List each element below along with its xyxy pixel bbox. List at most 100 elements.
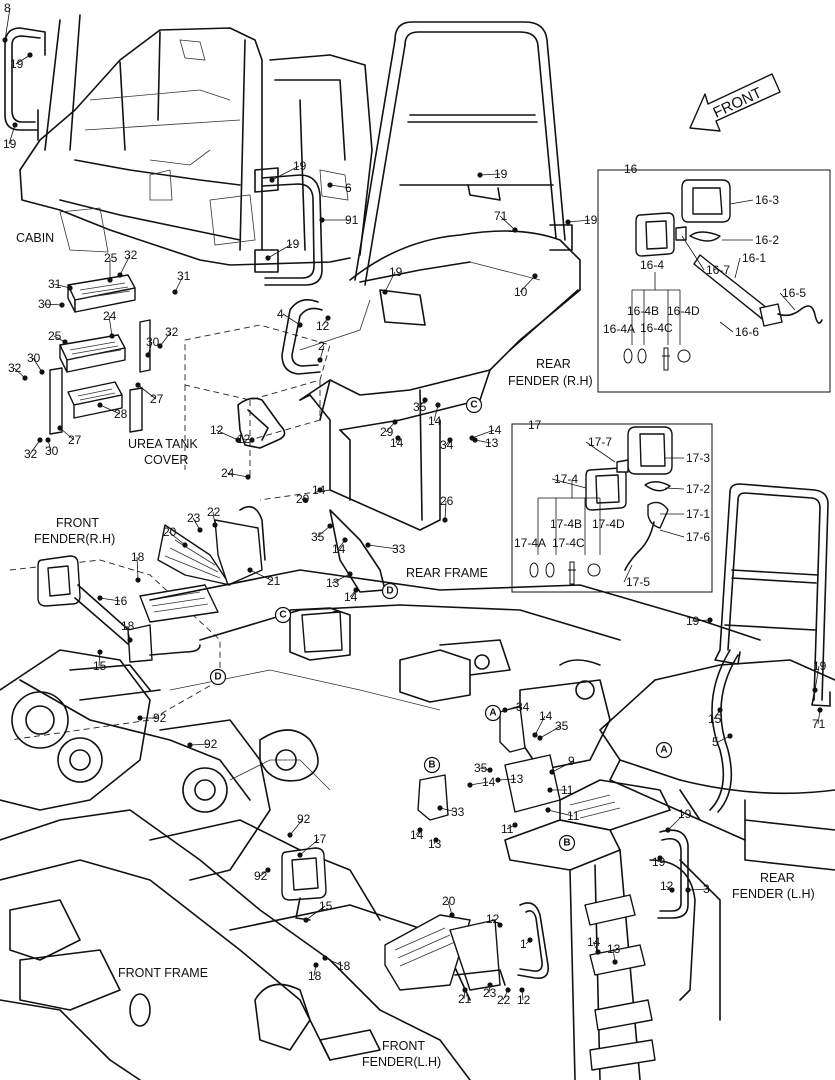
- leader-line: [329, 184, 352, 189]
- callout-number: 17: [313, 832, 327, 846]
- bolt-dot: [442, 517, 448, 523]
- bolt-dot: [812, 687, 818, 693]
- leader-line: [734, 257, 741, 279]
- bolt-dot: [717, 707, 723, 713]
- reference-marker: [558, 834, 576, 852]
- leader-line: [174, 275, 184, 293]
- callout-number: 23: [483, 986, 497, 1000]
- leader-line: [299, 838, 320, 856]
- callout-number: 29: [380, 425, 394, 439]
- callout-number: 18: [308, 969, 322, 983]
- bolt-dot: [157, 343, 163, 349]
- leader-line: [4, 7, 11, 41]
- bolt-dot: [519, 987, 525, 993]
- bolt-dot: [512, 822, 518, 828]
- callout-number: 33: [451, 805, 465, 819]
- leader-line: [137, 384, 157, 400]
- bolt-dot: [467, 782, 473, 788]
- leader-line: [99, 597, 121, 602]
- bolt-dot: [527, 937, 533, 943]
- bolt-dot: [97, 649, 103, 655]
- callout-number: 8: [4, 1, 11, 15]
- callout-number: 92: [254, 869, 268, 883]
- callout-number: 20: [442, 894, 456, 908]
- callout-number: 31: [48, 277, 62, 291]
- callout-number: 14: [410, 828, 424, 842]
- callout-number: 35: [474, 761, 488, 775]
- detail-part-number: 17-5: [626, 575, 650, 589]
- callout-number: 12: [660, 879, 674, 893]
- callout-number: 13: [510, 772, 524, 786]
- callout-number: 35: [311, 530, 325, 544]
- leader-line: [719, 321, 734, 333]
- bolt-dot: [545, 807, 551, 813]
- callout-number: 15: [708, 712, 722, 726]
- callout-number: 14: [344, 590, 358, 604]
- bolt-dot: [707, 617, 713, 623]
- bolt-dot: [347, 571, 353, 577]
- label-rear-fender-lh-1: REAR: [760, 871, 795, 885]
- bolt-dot: [135, 382, 141, 388]
- bolt-dot: [437, 805, 443, 811]
- leader-line: [439, 807, 458, 813]
- bolt-dot: [197, 527, 203, 533]
- bolt-dot: [57, 425, 63, 431]
- bolt-dot: [502, 707, 508, 713]
- leader-line: [59, 427, 75, 441]
- callout-number: 14: [312, 483, 326, 497]
- callout-number: 27: [68, 433, 82, 447]
- leader-line: [681, 235, 705, 271]
- leader-line: [136, 556, 139, 581]
- callout-number: 19: [389, 265, 403, 279]
- callout-number: 18: [121, 619, 135, 633]
- callout-number: 33: [392, 542, 406, 556]
- leader-line: [316, 525, 331, 538]
- callout-number: 20: [163, 525, 177, 539]
- callout-number: 31: [177, 269, 191, 283]
- callout-number: 19: [494, 167, 508, 181]
- leader-line: [324, 957, 344, 967]
- leader-line: [32, 357, 43, 373]
- bolt-dot: [135, 577, 141, 583]
- bolt-dot: [107, 277, 113, 283]
- label-cabin: CABIN: [16, 231, 54, 245]
- bolt-dot: [27, 52, 33, 58]
- detail-part-number: 16-4: [640, 258, 664, 272]
- bracket-33-lower: [417, 774, 449, 821]
- leader-line: [539, 725, 562, 739]
- callout-number: 28: [114, 407, 128, 421]
- leader-line: [551, 760, 575, 773]
- bolt-dot: [327, 182, 333, 188]
- reference-marker: [465, 396, 483, 414]
- leader-line: [331, 573, 351, 584]
- callout-number: 11: [567, 809, 580, 823]
- label-rear-frame: REAR FRAME: [406, 566, 488, 580]
- bolt-dot: [685, 887, 691, 893]
- callout-number: 19: [813, 659, 827, 673]
- leader-line: [659, 529, 685, 538]
- callout-number: 21: [267, 574, 281, 588]
- bolt-dot: [117, 272, 123, 278]
- bolt-dot: [817, 707, 823, 713]
- bolt-dot: [302, 497, 308, 503]
- section-labels: CABIN UREA TANK COVER REAR FENDER (R.H) …: [16, 231, 815, 1069]
- callout-number: 35: [413, 400, 427, 414]
- rear-fender-rh: [249, 21, 581, 531]
- label-front-fender-lh-1: FRONT: [382, 1039, 425, 1053]
- leader-line: [444, 500, 447, 521]
- leader-line: [519, 275, 536, 293]
- callout-number: 12: [316, 319, 330, 333]
- callout-number: 19: [678, 807, 692, 821]
- step-20-bottom: [384, 914, 506, 991]
- callout-number: 13: [485, 436, 499, 450]
- callout-number: 13: [326, 576, 340, 590]
- grab-handle-4: [281, 299, 321, 375]
- reference-marker: [381, 582, 399, 600]
- callout-number: 21: [458, 992, 472, 1006]
- detail-part-number: 16-4B: [627, 304, 659, 318]
- label-rear-fender-rh-2: FENDER (R.H): [508, 374, 593, 388]
- bolt-dot: [495, 777, 501, 783]
- leader-lines: [4, 7, 821, 1001]
- bolt-dot: [417, 827, 423, 833]
